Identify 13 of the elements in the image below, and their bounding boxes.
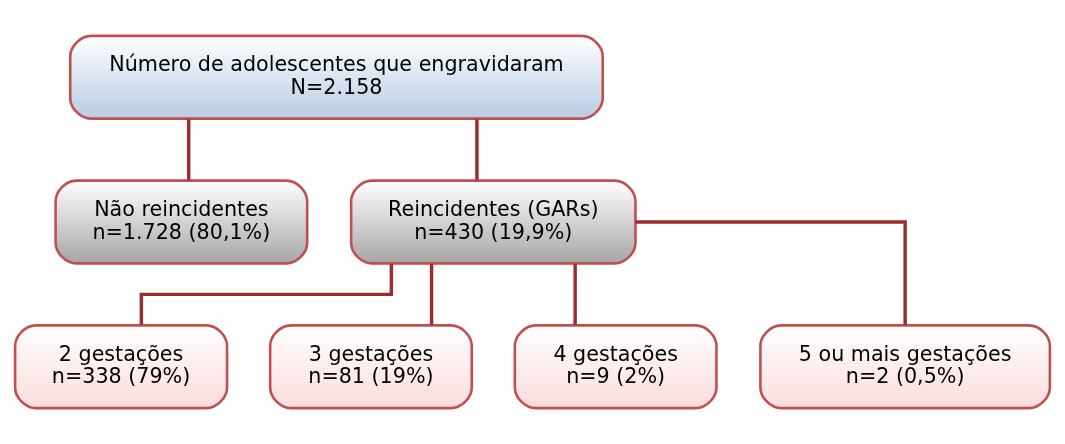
connector (429, 263, 434, 325)
node-box: Não reincidentes n=1.728 (80,1%) (54, 179, 309, 265)
node-box: 3 gestações n=81 (19%) (268, 324, 474, 410)
node-box: Número de adolescentes que engravidaram N=2.158 (68, 34, 604, 120)
node-box: 5 ou mais gestações n=2 (0,5%) (759, 324, 1052, 410)
connector (475, 119, 479, 181)
connector (139, 264, 394, 325)
node-box: Reincidentes (GARs) n=430 (19,9%) (349, 179, 637, 265)
node-box: 4 gestações n=9 (2%) (513, 324, 718, 410)
node-box: 2 gestações n=338 (79%) (13, 324, 229, 410)
connector (635, 220, 907, 325)
connector (187, 119, 191, 181)
connector (573, 263, 577, 325)
